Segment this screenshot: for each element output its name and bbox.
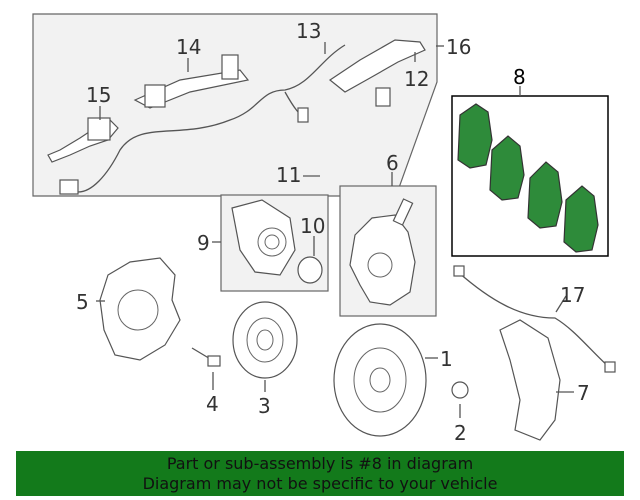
callout-13: 13: [296, 19, 321, 43]
o-ring-10: [297, 256, 323, 284]
brake-hose-fitting-top: [453, 265, 465, 277]
callout-9: 9: [197, 231, 210, 255]
callout-14: 14: [176, 35, 201, 59]
callout-15: 15: [86, 83, 111, 107]
wheel-hub-bearing: [232, 301, 298, 379]
dust-shield: [99, 257, 181, 361]
callout-2: 2: [454, 421, 467, 445]
rotor-screw: [451, 381, 469, 399]
bracket-16-shape: [328, 39, 426, 93]
callout-6: 6: [386, 151, 399, 175]
callout-12: 12: [404, 67, 429, 91]
sensor-wire: [69, 44, 346, 193]
brake-pad-3: [527, 161, 563, 229]
brake-pad-4: [563, 185, 599, 253]
callout-1: 1: [440, 347, 453, 371]
callout-5: 5: [76, 290, 89, 314]
bracket-15-mount: [87, 117, 111, 141]
caliper: [349, 198, 416, 306]
callout-leaders: [96, 42, 574, 418]
bracket-14-clip: [221, 54, 239, 80]
brake-hose: [457, 271, 611, 369]
callout-11: 11: [276, 163, 301, 187]
wire-clip: [297, 107, 309, 123]
banner-line-part-number: Part or sub-assembly is #8 in diagram: [166, 454, 474, 473]
diagram-notice-banner: Part or sub-assembly is #8 in diagram Di…: [16, 451, 624, 496]
brake-hose-fitting-bottom: [604, 361, 616, 373]
actuator-motor: [231, 199, 296, 276]
bracket-14-tab: [144, 84, 166, 108]
callout-8: 8: [513, 65, 526, 89]
callout-3: 3: [258, 394, 271, 418]
wiring-group-frame: [32, 13, 438, 197]
callout-7: 7: [577, 381, 590, 405]
banner-line-disclaimer: Diagram may not be specific to your vehi…: [142, 474, 498, 493]
brake-rotor: [333, 323, 427, 437]
hub-bolt: [191, 347, 221, 367]
caliper-bracket: [499, 319, 561, 441]
callout-16: 16: [446, 35, 471, 59]
callout-10: 10: [300, 214, 325, 238]
callout-4: 4: [206, 392, 219, 416]
bracket-12-clip: [375, 87, 391, 107]
wiring-harness-group: [32, 13, 438, 197]
brake-pad-set: [457, 103, 599, 253]
wire-connector-plug: [59, 179, 79, 195]
brake-pad-1: [457, 103, 493, 169]
callout-17: 17: [560, 283, 585, 307]
brake-pad-2: [489, 135, 525, 201]
